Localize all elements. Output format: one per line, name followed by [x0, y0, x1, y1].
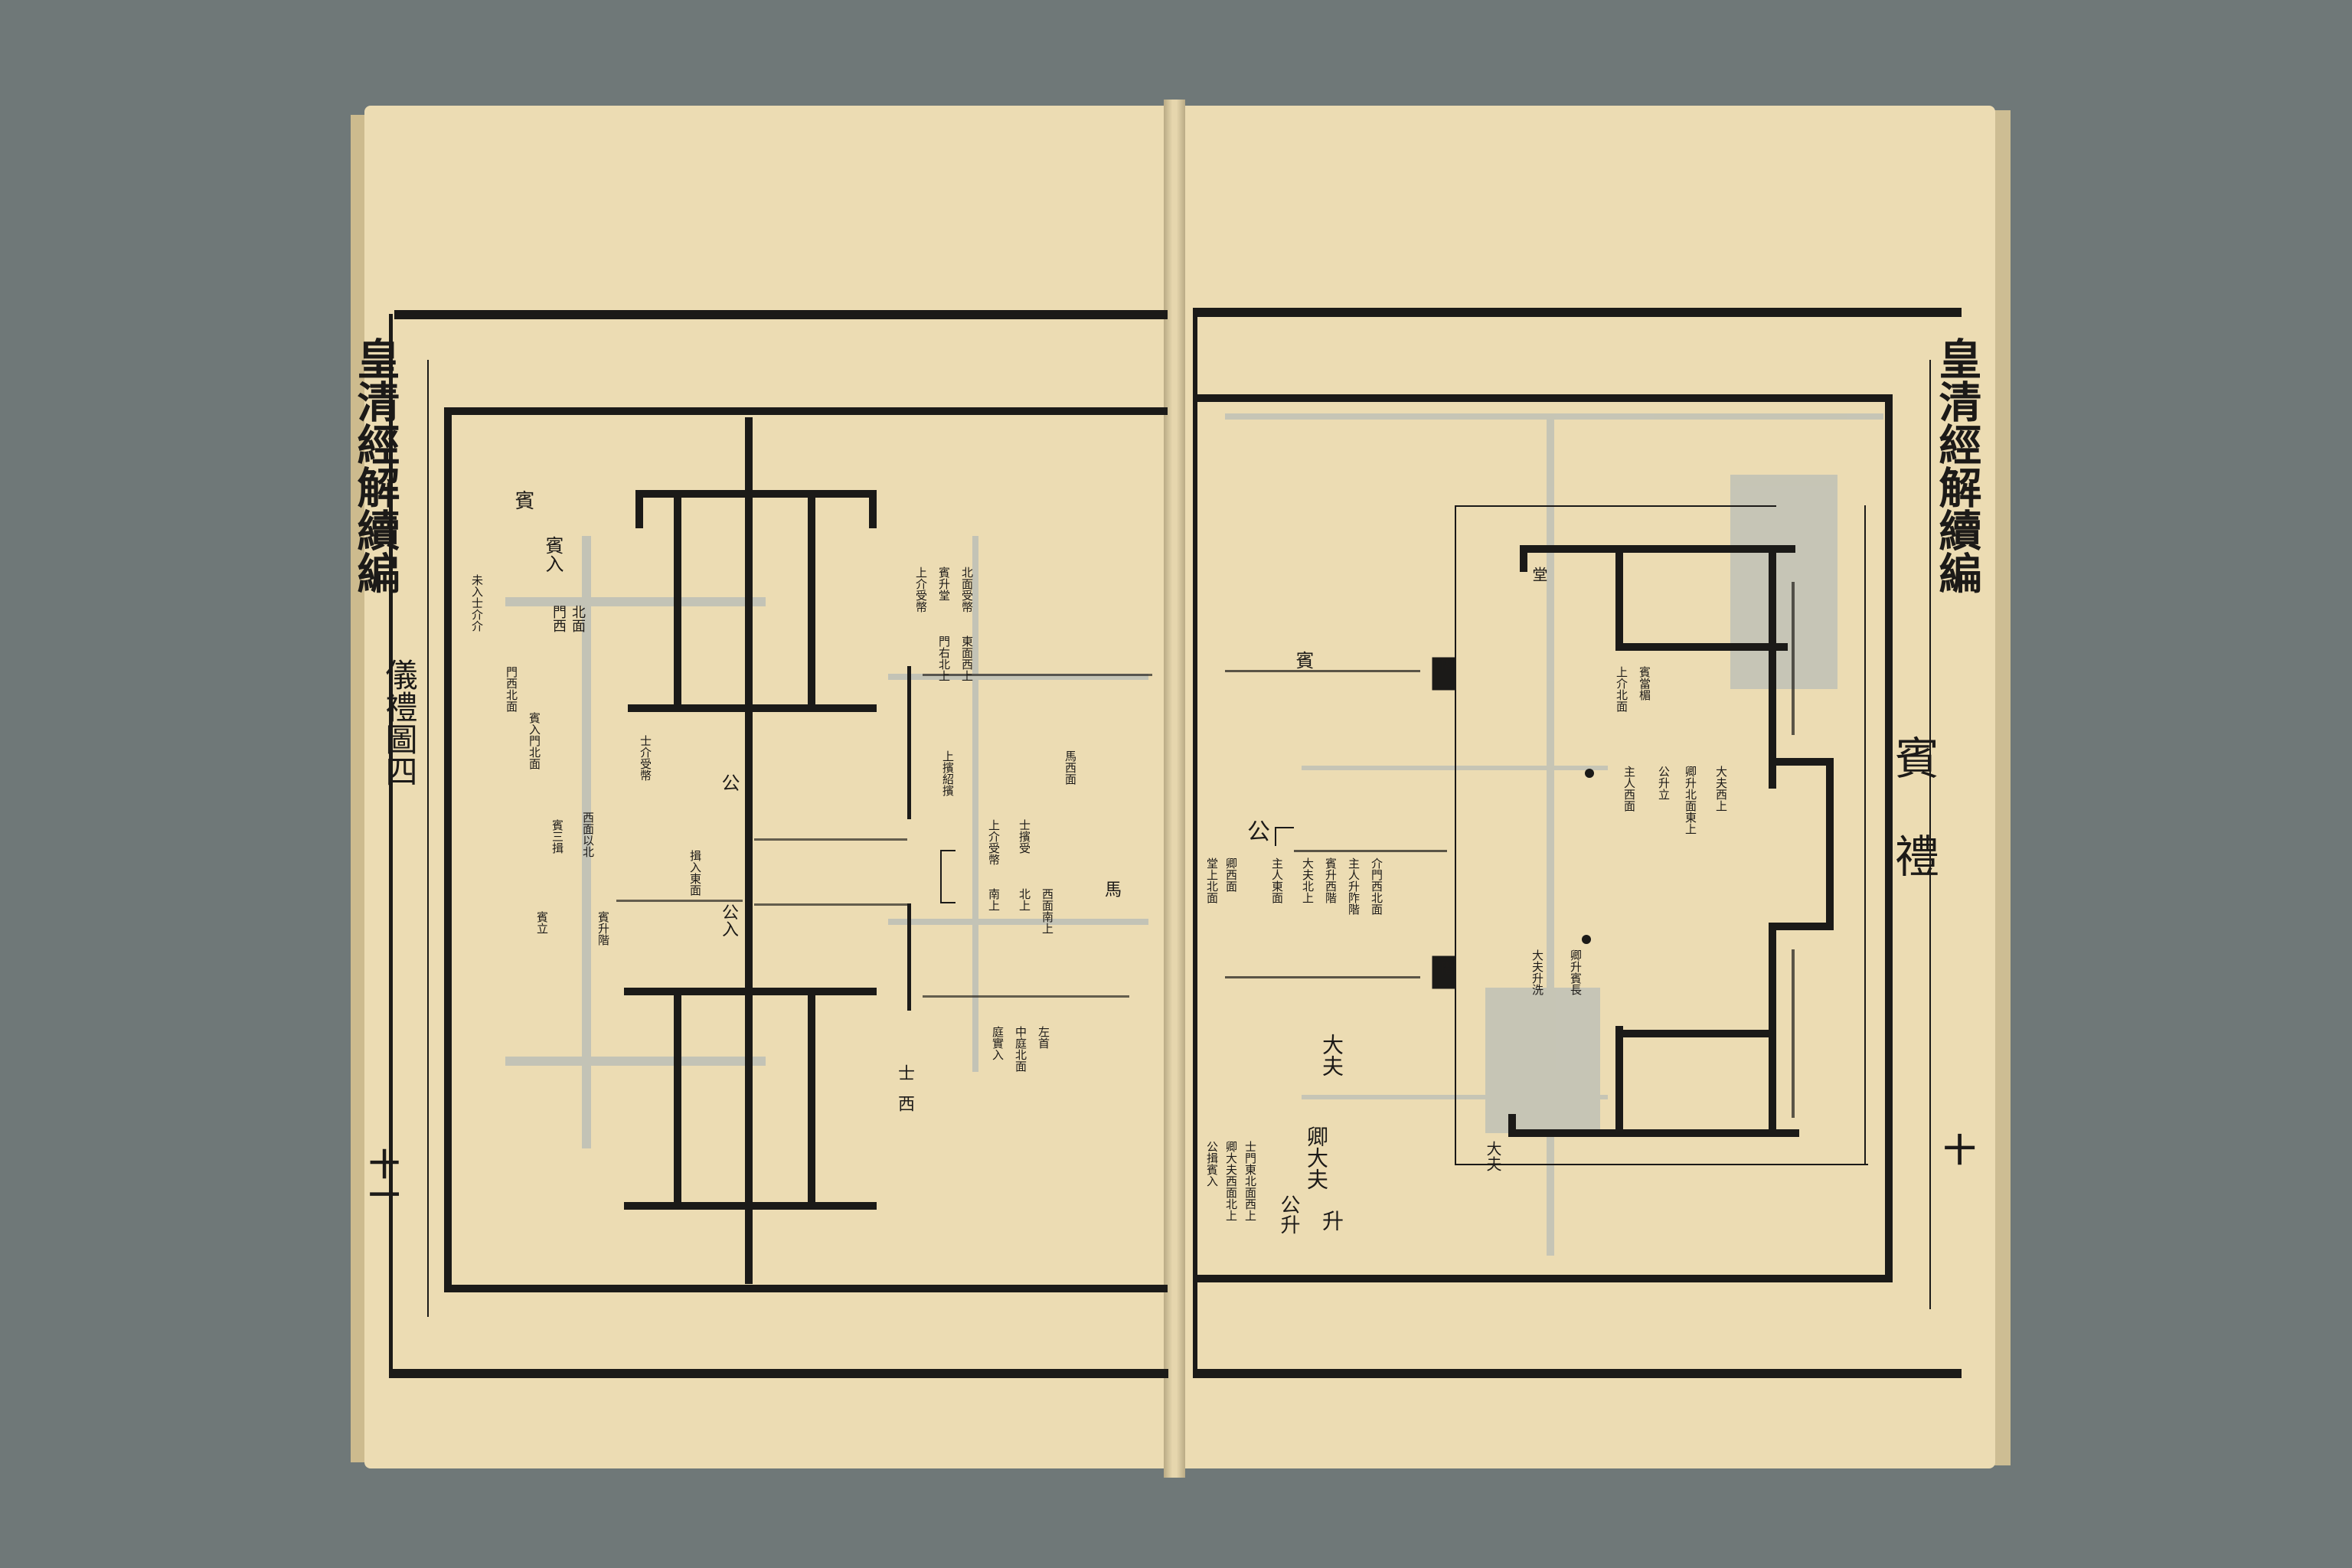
right-label-dafu-1: 大夫 — [1319, 1034, 1344, 1076]
left-note-13: 東面西上 — [960, 635, 974, 681]
left-note-10: 賓升堂 — [937, 567, 951, 601]
left-note-3: 士介受幣 — [639, 735, 652, 781]
left-note-18: 南上 — [987, 888, 1001, 911]
left-note-4: 揖入東面 — [688, 850, 702, 896]
right-dotted-paths — [1225, 582, 1795, 1118]
left-label-scholar: 士 — [895, 1064, 914, 1081]
left-note-21: 庭實入 — [991, 1026, 1004, 1060]
left-spine-title: 皇清經解續編 — [350, 337, 400, 594]
left-label-horse: 馬 — [1102, 880, 1121, 897]
right-diagram — [1275, 505, 1868, 1165]
left-label-duke-enters: 公入 — [719, 903, 738, 937]
right-label-wash: 卿大夫 — [1304, 1125, 1329, 1190]
left-note-20: 西面南上 — [1040, 888, 1054, 934]
right-heading: 賓禮 — [1887, 735, 1939, 931]
right-page — [1179, 106, 1995, 1468]
right-note-5: 主人升阼階 — [1347, 858, 1361, 915]
left-note-2: 賓入門北面 — [528, 712, 541, 769]
right-note-11: 賓當楣 — [1638, 666, 1651, 701]
right-note-7: 公揖賓入 — [1205, 1141, 1219, 1187]
left-note-0: 未入士介介 — [470, 574, 484, 632]
left-dotted-paths — [616, 666, 1152, 1011]
right-note-3: 大夫北上 — [1301, 858, 1315, 903]
right-note-16: 大夫升洗 — [1530, 949, 1544, 995]
right-spine-title: 皇清經解續編 — [1932, 337, 1982, 594]
right-frame — [1193, 308, 1962, 1378]
right-label-steps-1: 階 — [1439, 658, 1455, 672]
right-note-17: 卿升賓長 — [1569, 949, 1583, 995]
left-frame — [389, 310, 1168, 1378]
right-note-14: 卿升北面東上 — [1684, 766, 1697, 835]
left-note-23: 左首 — [1037, 1026, 1050, 1049]
left-showthrough — [505, 536, 1148, 1148]
left-label-west: 西 — [895, 1095, 914, 1112]
left-note-22: 中庭北面 — [1014, 1026, 1027, 1072]
left-note-16: 上介受幣 — [987, 819, 1001, 865]
left-note-6: 賓立 — [535, 911, 549, 934]
right-note-9: 士門東北面西上 — [1243, 1141, 1257, 1221]
right-label-water: 升 — [1319, 1210, 1344, 1231]
left-spine-folio: 十一 — [364, 1148, 400, 1210]
right-note-15: 大夫西上 — [1714, 766, 1728, 812]
right-label-duke: 公 — [1243, 819, 1269, 842]
right-note-8: 卿大夫西面北上 — [1224, 1141, 1238, 1221]
left-spine-section: 儀禮圖四 — [381, 658, 418, 787]
right-label-duke-ascends: 公升 — [1277, 1194, 1300, 1234]
right-note-12: 主人西面 — [1622, 766, 1636, 812]
right-note-4: 賓升西階 — [1324, 858, 1338, 903]
left-page — [364, 106, 1168, 1468]
left-label-gate-west: 門西 — [550, 605, 567, 632]
left-note-5: 賓三揖 — [550, 819, 564, 854]
right-spine-folio: 十 — [1939, 1133, 1976, 1165]
right-label-guest: 賓 — [1292, 651, 1314, 669]
left-note-19: 北上 — [1018, 888, 1031, 911]
right-note-1: 卿西面 — [1224, 858, 1238, 892]
left-label-duke: 公 — [718, 773, 740, 792]
left-diagram — [624, 417, 956, 1284]
right-note-2: 主人東面 — [1270, 858, 1284, 903]
right-note-0: 堂上北面 — [1205, 858, 1219, 903]
right-note-10: 上介北面 — [1615, 666, 1628, 712]
right-note-13: 公升立 — [1657, 766, 1671, 800]
left-note-14: 馬西面 — [1063, 750, 1077, 785]
book-gutter — [1164, 100, 1185, 1478]
right-label-hall: 堂 — [1530, 567, 1548, 582]
left-note-11: 北面受幣 — [960, 567, 974, 612]
left-note-8: 西面以北 — [581, 812, 595, 858]
left-note-7: 賓升階 — [596, 911, 610, 946]
left-label-guest: 賓 — [511, 490, 534, 510]
left-note-12: 門右北上 — [937, 635, 951, 681]
right-label-dafu-2: 大夫 — [1484, 1141, 1502, 1171]
left-note-17: 士擯受 — [1018, 819, 1031, 854]
left-label-guest-enters: 賓入 — [542, 536, 564, 573]
left-note-1: 門西北面 — [505, 666, 518, 712]
left-label-north-face: 北面 — [570, 605, 586, 632]
right-label-steps-2: 階 — [1439, 961, 1455, 975]
left-note-15: 上擯紹擯 — [941, 750, 955, 796]
left-note-9: 上介受幣 — [914, 567, 928, 612]
right-note-6: 介門西北面 — [1370, 858, 1383, 915]
